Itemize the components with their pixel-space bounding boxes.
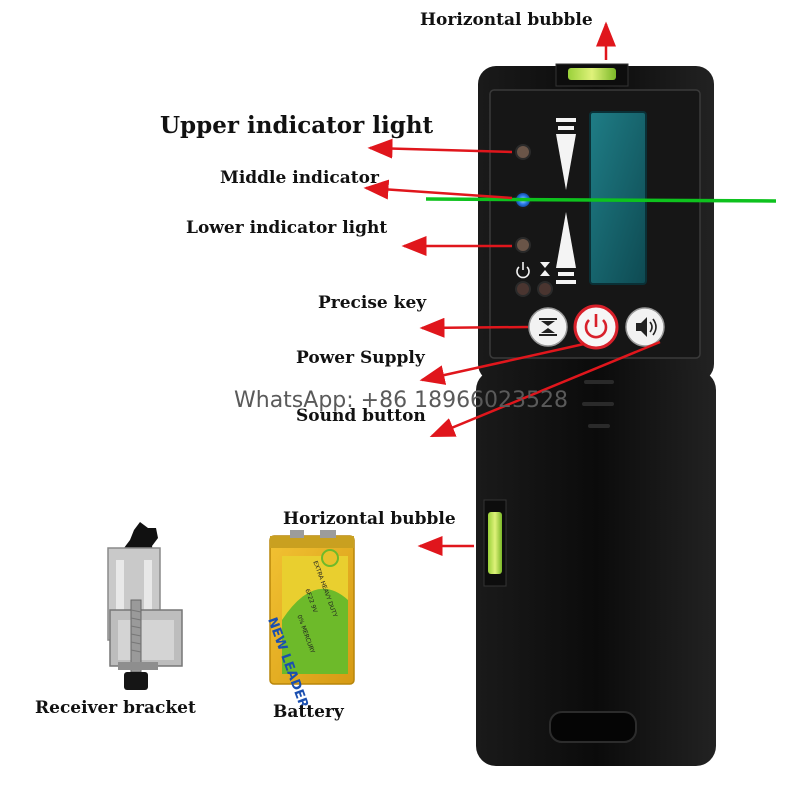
label-lower-indicator-light: Lower indicator light: [186, 218, 388, 238]
lower-arrow-ladder: [556, 212, 576, 284]
power-status-icon: [516, 262, 530, 279]
arrow-sound-button: [429, 340, 661, 438]
label-receiver-bracket: Receiver bracket: [35, 698, 196, 718]
whatsapp-watermark: WhatsApp: +86 18966023528: [234, 388, 569, 413]
battery-terminal-right: [320, 530, 336, 538]
bracket-slot: [549, 711, 637, 743]
upper-indicator-light: [515, 144, 531, 160]
side-horizontal-bubble: [488, 512, 502, 574]
speaker-grille: [582, 380, 614, 428]
label-horizontal-bubble-side: Horizontal bubble: [283, 509, 456, 529]
label-sound-button: Sound button: [296, 406, 426, 426]
receiver-lower-body: [476, 370, 716, 766]
speaker-icon: [636, 317, 657, 337]
bracket-thumb-screw: [124, 672, 148, 690]
battery-terminal-left: [290, 530, 304, 538]
receiver-bracket: [107, 522, 183, 690]
label-battery: Battery: [273, 702, 344, 722]
power-status-led: [515, 281, 531, 297]
power-icon: [584, 314, 608, 339]
precise-key[interactable]: [528, 307, 568, 347]
top-horizontal-bubble: [568, 68, 616, 80]
label-upper-indicator-light: Upper indicator light: [160, 112, 434, 139]
upper-arrow-ladder: [556, 118, 576, 190]
label-precise-key: Precise key: [318, 293, 427, 313]
battery-9v: [269, 530, 355, 685]
power-button[interactable]: [573, 304, 619, 350]
sound-button[interactable]: [625, 307, 665, 347]
callout-arrows: [363, 21, 661, 556]
label-horizontal-bubble-top: Horizontal bubble: [420, 10, 593, 30]
laser-receiver: [476, 63, 716, 766]
precise-status-led: [537, 281, 553, 297]
lower-indicator-light: [515, 237, 531, 253]
lcd-display: [589, 111, 647, 285]
label-power-supply: Power Supply: [296, 348, 425, 368]
green-laser-line: [425, 197, 777, 203]
arrow-upper-indicator: [367, 138, 513, 159]
precise-key-icon: [539, 318, 557, 336]
arrow-middle-indicator: [363, 179, 513, 200]
arrow-power-supply: [419, 342, 585, 385]
label-middle-indicator: Middle indicator: [220, 168, 379, 188]
precise-status-icon: [540, 262, 550, 276]
arrow-precise-key: [419, 317, 529, 338]
